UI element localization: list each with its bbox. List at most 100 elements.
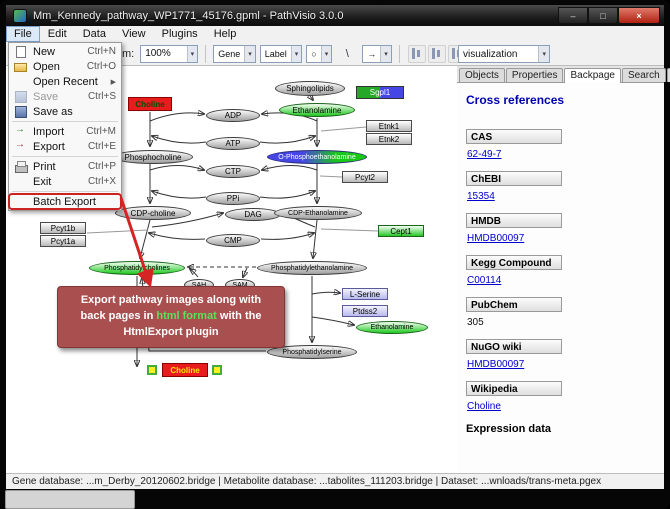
xref-value-kegg-compound[interactable]: C00114 <box>467 275 502 286</box>
chevron-down-icon[interactable]: ▾ <box>186 45 198 62</box>
xref-header-cas: CAS <box>466 129 562 144</box>
pathway-node-ethanolamine[interactable]: Ethanolamine <box>279 103 355 117</box>
saveas-icon <box>14 105 28 118</box>
chevron-down-icon: ▾ <box>290 45 302 62</box>
pathway-node-cdp-choline[interactable]: CDP-choline <box>115 206 191 220</box>
tab-backpage[interactable]: Backpage <box>564 68 621 83</box>
xref-value-hmdb[interactable]: HMDB00097 <box>467 233 525 244</box>
save-icon <box>14 90 28 103</box>
menu-view[interactable]: View <box>121 28 146 40</box>
menu-edit[interactable]: Edit <box>47 28 67 40</box>
taskbar-fragment <box>5 490 135 509</box>
visualization-value: visualization <box>463 48 518 60</box>
toolbar-separator <box>398 44 400 63</box>
pathway-node-phosphocholine[interactable]: Phosphocholine <box>113 150 193 164</box>
xref-value-chebi[interactable]: 15354 <box>467 191 495 202</box>
xref-value-cas[interactable]: 62-49-7 <box>467 149 502 160</box>
print-icon <box>14 160 28 173</box>
menu-data[interactable]: Data <box>82 28 106 40</box>
file-menu-item-batch-export[interactable]: Batch Export <box>8 193 122 210</box>
minimize-button[interactable]: – <box>558 7 588 24</box>
expression-data-heading: Expression data <box>466 423 551 435</box>
pathway-node-l-serine[interactable]: L-Serine <box>342 288 388 300</box>
file-menu-item-open-recent[interactable]: Open Recent▶ <box>33 75 116 88</box>
maximize-button[interactable]: □ <box>588 7 618 24</box>
xref-header-pubchem: PubChem <box>466 297 562 312</box>
file-menu-item-save-as[interactable]: Save as <box>9 104 121 119</box>
chevron-down-icon: ▾ <box>320 45 332 62</box>
open-icon <box>14 61 28 73</box>
xref-header-chebi: ChEBI <box>466 171 562 186</box>
pathway-node-pcyt2[interactable]: Pcyt2 <box>342 171 388 183</box>
tab-objects[interactable]: Objects <box>459 68 505 82</box>
pathway-node-ethanolamine[interactable]: Ethanolamine <box>356 321 428 334</box>
pathway-node-etnk1[interactable]: Etnk1 <box>366 120 412 132</box>
close-button[interactable]: × <box>618 7 660 24</box>
pathway-node-ppi[interactable]: PPi <box>206 192 260 205</box>
new-icon <box>14 45 28 58</box>
pathway-node-state[interactable] <box>147 365 157 375</box>
xref-header-nugo-wiki: NuGO wiki <box>466 339 562 354</box>
toolbar-separator <box>205 44 207 63</box>
pathway-node-choline[interactable]: Choline <box>162 363 208 377</box>
pathway-node-phosphatidylserine[interactable]: Phosphatidylserine <box>267 345 357 359</box>
connector-tool-dropdown[interactable]: → ▾ <box>362 44 392 63</box>
window-controls: – □ × <box>558 7 660 24</box>
pathway-node-o-phosphoethanolamine[interactable]: O-Phosphoethanolamine <box>267 150 367 164</box>
pathway-node-etnk2[interactable]: Etnk2 <box>366 133 412 145</box>
menu-file[interactable]: File <box>6 26 40 42</box>
pathway-node-pcyt1b[interactable]: Pcyt1b <box>40 222 86 234</box>
gene-tool-dropdown[interactable]: Gene ▾ <box>213 44 256 63</box>
align-tool-icon[interactable] <box>407 44 426 63</box>
pathway-node-sphingolipids[interactable]: Sphingolipids <box>275 81 345 96</box>
chevron-down-icon: ▾ <box>380 45 391 62</box>
xref-value-nugo-wiki[interactable]: HMDB00097 <box>467 359 525 370</box>
pathway-node-state[interactable] <box>212 365 222 375</box>
pathway-node-ptdss2[interactable]: Ptdss2 <box>342 305 388 317</box>
align-tool-icon[interactable] <box>427 44 446 63</box>
xref-header-hmdb: HMDB <box>466 213 562 228</box>
export-icon <box>14 139 28 153</box>
pathway-node-choline[interactable]: Choline <box>128 97 172 111</box>
import-icon <box>14 124 28 138</box>
pathway-node-phosphatidylcholines[interactable]: Phosphatidylcholines <box>89 261 185 275</box>
menu-help[interactable]: Help <box>213 28 237 40</box>
pathway-node-atp[interactable]: ATP <box>206 137 260 150</box>
pathway-node-cept1[interactable]: Cept1 <box>378 225 424 237</box>
annotation-callout: Export pathway images along with back pa… <box>57 286 285 348</box>
menu-plugins[interactable]: Plugins <box>161 28 198 40</box>
zoom-value: 100% <box>145 48 171 59</box>
annotation-highlight: html format <box>156 309 217 322</box>
zoom-combobox[interactable]: 100% ▾ <box>140 44 199 63</box>
label-tool-dropdown[interactable]: Label ▾ <box>259 44 303 63</box>
pathway-node-dag[interactable]: DAG <box>225 208 281 221</box>
chevron-down-icon: ▾ <box>244 45 255 62</box>
tab-properties[interactable]: Properties <box>505 68 564 82</box>
visualization-combobox[interactable]: visualization ▾ <box>458 45 550 63</box>
pathway-node-adp[interactable]: ADP <box>206 109 260 122</box>
tab-search[interactable]: Search <box>621 68 666 82</box>
chevron-down-icon: ▾ <box>538 46 549 62</box>
pathway-node-ctp[interactable]: CTP <box>206 165 260 178</box>
shape-tool-dropdown[interactable]: ○ ▾ <box>306 44 333 63</box>
cross-references-heading: Cross references <box>466 93 565 107</box>
line-tool-button[interactable]: \ <box>345 47 349 60</box>
side-panel: ObjectsPropertiesBackpageSearchLegend Cr… <box>457 66 670 473</box>
pathway-node-phosphatidylethanolamine[interactable]: Phosphatidylethanolamine <box>257 261 367 275</box>
pathway-node-cmp[interactable]: CMP <box>206 234 260 247</box>
tab-legend[interactable]: Legend <box>666 68 670 82</box>
pathway-node-sgpl1[interactable]: Sgpl1 <box>356 86 404 99</box>
xref-value-wikipedia[interactable]: Choline <box>467 401 501 412</box>
pathway-node-pcyt1a[interactable]: Pcyt1a <box>40 235 86 247</box>
pathway-node-cdp-ethanolamine[interactable]: CDP-Ethanolamine <box>274 206 362 220</box>
